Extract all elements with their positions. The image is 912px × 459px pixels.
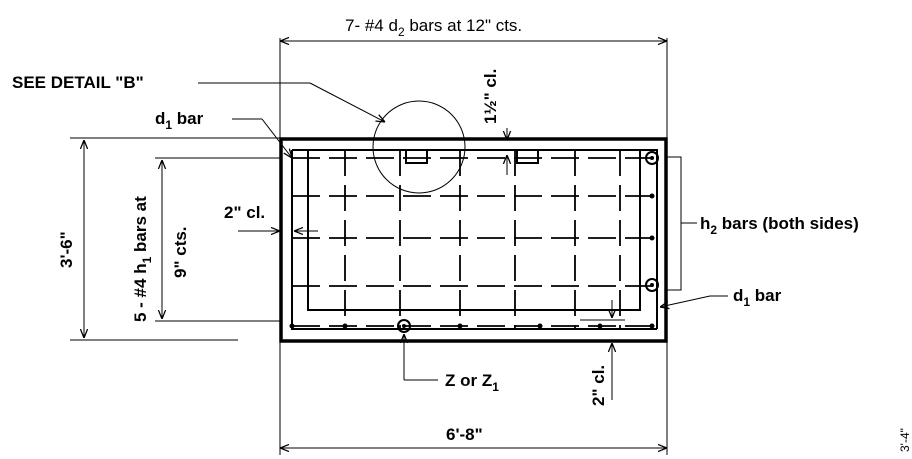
svg-text:d1 bar: d1 bar [155,109,204,132]
h2-bars: h2 bars (both sides) [397,151,859,333]
width-dimension: 6'-8" [279,342,668,455]
svg-text:3'-6": 3'-6" [57,231,76,268]
concrete-outline [279,137,668,343]
svg-text:2" cl.: 2" cl. [224,203,265,222]
d1-bar-label-top: d1 bar [155,109,292,158]
h1-bars [292,157,657,327]
z-bar-label: Z or Z1 [404,334,499,394]
svg-text:SEE DETAIL "B": SEE DETAIL "B" [12,73,144,92]
detail-b-circle [372,100,466,194]
edge-text-fragment: 3'-4" [898,428,912,452]
svg-text:7- #4 d2 bars at 12" cts.: 7- #4 d2 bars at 12" cts. [345,16,522,39]
svg-text:2" cl.: 2" cl. [589,365,608,406]
bar-dots [289,193,655,329]
svg-text:5 - #4 h1 bars at: 5 - #4 h1 bars at [131,196,154,322]
top-cover-dimension: 1½" cl. [481,69,507,175]
svg-text:d1 bar: d1 bar [733,286,782,309]
svg-text:Z or Z1: Z or Z1 [445,371,499,394]
svg-text:6'-8": 6'-8" [446,425,483,444]
d2-bars [291,150,621,329]
stirrup-d1 [291,149,658,330]
svg-text:9" cts.: 9" cts. [171,226,190,278]
svg-text:h2 bars (both sides): h2 bars (both sides) [700,214,859,237]
svg-text:1½" cl.: 1½" cl. [481,69,500,124]
top-dimension: 7- #4 d2 bars at 12" cts. [279,16,668,138]
h1-bars-dimension: 5 - #4 h1 bars at 9" cts. [131,157,282,322]
z-bar-circle [397,319,411,333]
see-detail-callout: SEE DETAIL "B" [12,73,466,194]
d1-bar-label-right: d1 bar [660,286,782,309]
side-cover-dimension: 2" cl. [224,203,318,231]
bottom-cover-dimension: 2" cl. [580,300,625,406]
height-dimension: 3'-6" [57,137,280,341]
